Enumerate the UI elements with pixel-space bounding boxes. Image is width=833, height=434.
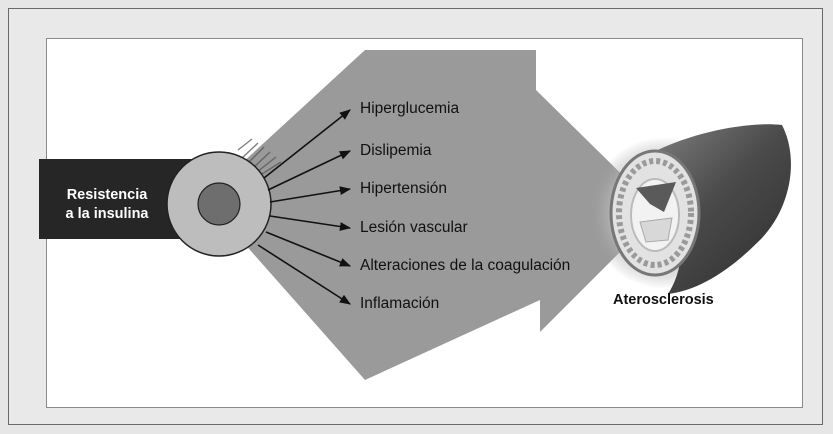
arrow-hipertension [269,186,352,203]
effect-label-hiperglucemia: Hiperglucemia [360,100,460,117]
effect-label-hipertension: Hipertensión [360,180,448,197]
effect-arrows [257,109,352,305]
effect-label-dislipemia: Dislipemia [360,142,432,159]
insulin-resistance-line-1: Resistencia [66,187,148,203]
arrow-lesion [269,215,352,231]
arrow-hiperglucemia [263,109,351,179]
arrow-inflamacion [257,244,351,305]
arrow-coagulacion [265,231,352,267]
insulin-resistance-label: Resistencia a la insulina [42,186,172,224]
effect-label-lesion-vascular: Lesión vascular [360,219,468,236]
artery-illustration [588,124,791,294]
insulin-resistance-line-2: a la insulina [65,206,149,222]
atherosclerosis-label: Aterosclerosis [613,292,714,308]
arrow-dislipemia [267,150,352,191]
effect-label-inflamacion: Inflamación [360,295,440,312]
effect-label-coagulacion: Alteraciones de la coagulación [360,257,571,274]
vessel-lumen [197,182,241,226]
big-arrow [204,50,660,380]
